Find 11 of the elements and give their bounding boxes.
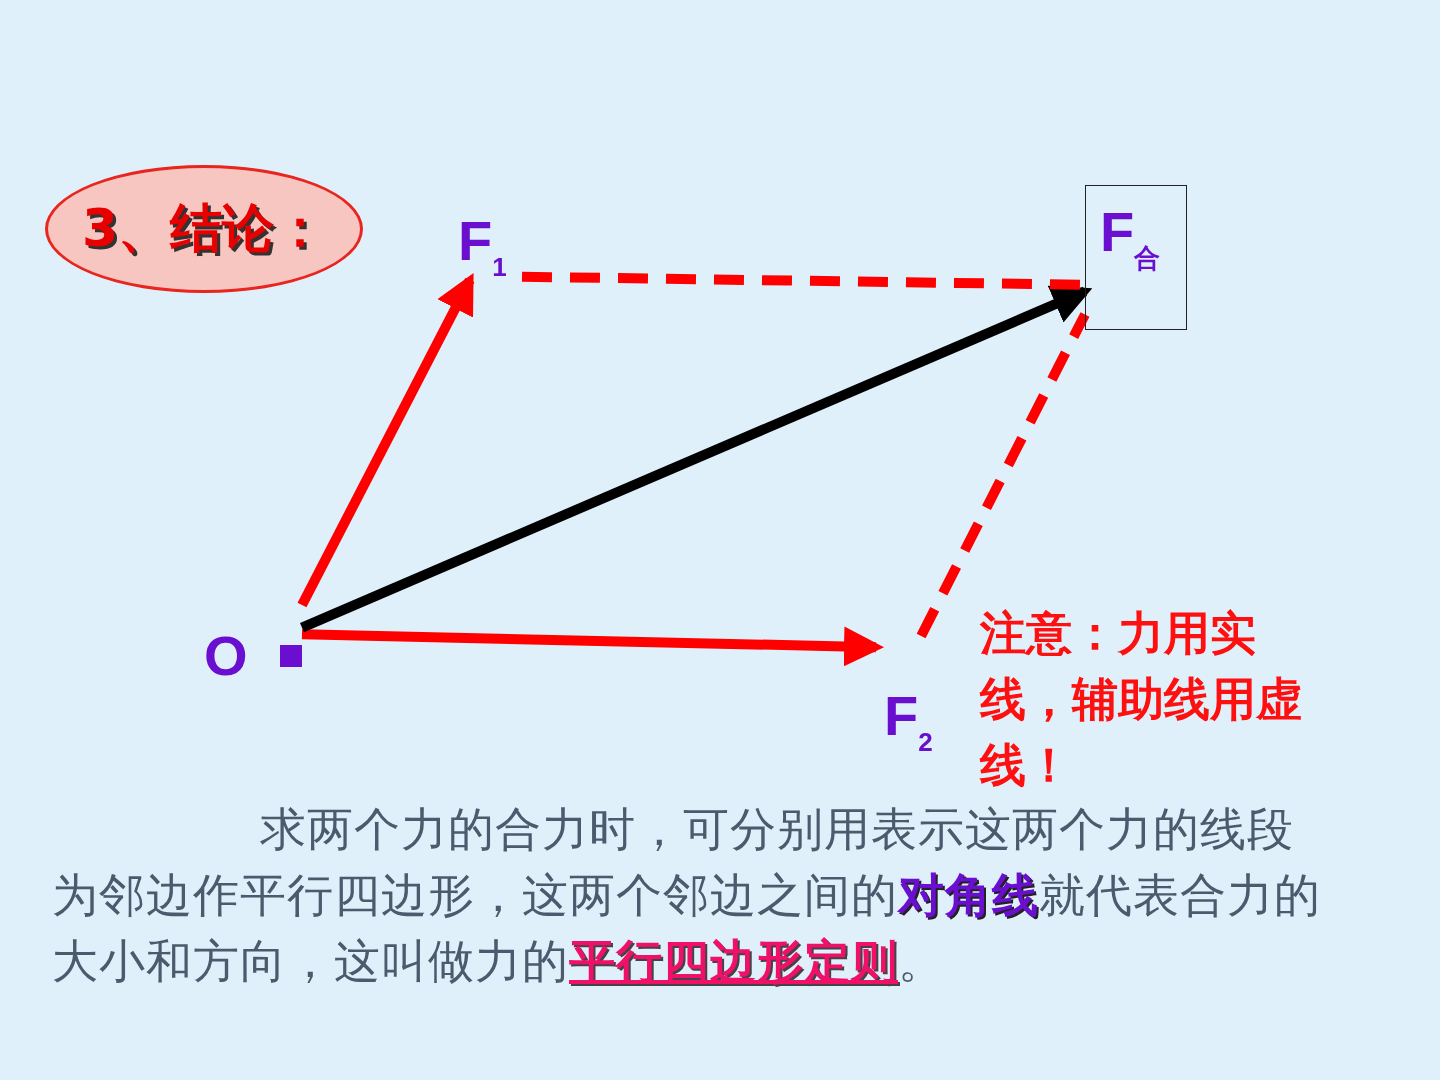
force-arrow (300, 285, 1093, 633)
label-box: F$_{合}$ (1085, 185, 1187, 330)
force-arrow (297, 272, 475, 608)
vector-label: F$_{1}$ (452, 205, 522, 280)
force-arrow (301, 626, 884, 667)
paragraph: 求两个力的合力时，可分别用表示这两个力的线段为邻边作平行四边形，这两个邻边之间的对角线就代表合力的大小和方向，这叫做力的平行四边形定则。 (52, 801, 1322, 990)
title-ellipse: 3、结论： (45, 165, 363, 293)
vector-label: F$_{2}$ (876, 636, 948, 754)
vector-label: O (200, 600, 302, 690)
note-text: 注意：力用实线，辅助线用虚线！ (980, 605, 1303, 794)
dashed-line (916, 312, 1090, 639)
